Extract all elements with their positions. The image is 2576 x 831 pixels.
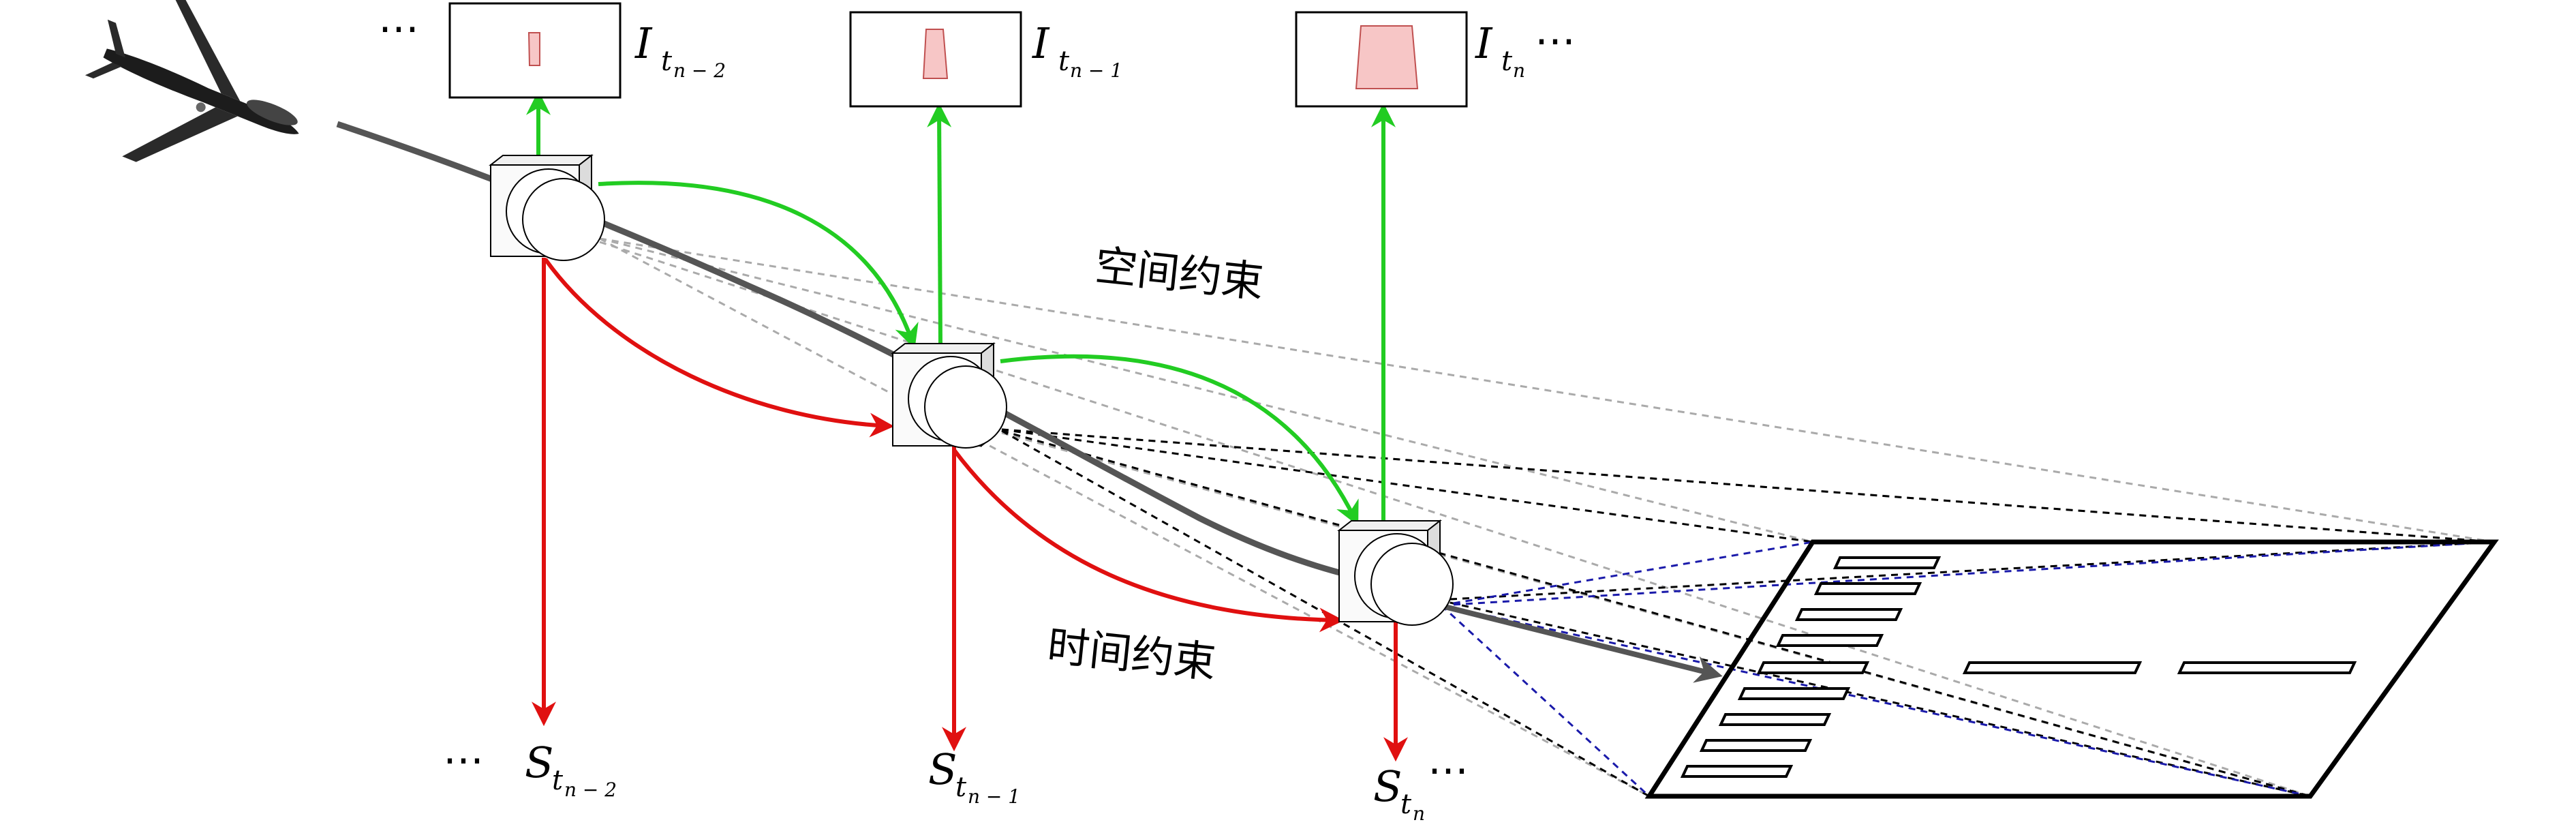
heading-arrow: [1444, 604, 1723, 683]
svg-text:n: n: [1413, 802, 1425, 825]
svg-text:n − 1: n − 1: [968, 785, 1020, 808]
temporal-arrows: [532, 258, 1408, 762]
state-label-n: S t n: [1373, 761, 1425, 825]
image-label-n-2: I t n − 2: [634, 18, 726, 82]
svg-text:I: I: [634, 18, 653, 68]
svg-text:I: I: [1032, 18, 1050, 68]
image-label-n: I t n: [1475, 18, 1525, 82]
camera-icon: [489, 153, 605, 261]
image-frame-n-2: [448, 2, 622, 99]
svg-text:S: S: [1373, 761, 1402, 811]
ellipsis-top-right: ⋯: [1535, 17, 1576, 65]
uav-aircraft-icon: [85, 0, 299, 162]
svg-text:t: t: [552, 765, 564, 796]
temporal-constraint-label: 时间约束: [1045, 620, 1218, 688]
svg-text:t: t: [1400, 789, 1412, 820]
svg-text:n − 2: n − 2: [564, 779, 617, 801]
ellipsis-bottom-left: ⋯: [443, 736, 484, 784]
spatial-constraint-label: 空间约束: [1092, 240, 1266, 307]
svg-text:t: t: [955, 772, 967, 803]
svg-text:n − 2: n − 2: [673, 59, 726, 82]
svg-text:n: n: [1513, 59, 1525, 82]
svg-text:n − 1: n − 1: [1070, 59, 1122, 82]
ellipsis-top-left: ⋯: [378, 5, 419, 52]
svg-text:t: t: [1501, 46, 1513, 77]
camera-icon: [891, 342, 1007, 449]
svg-text:t: t: [1058, 46, 1070, 77]
image-label-n-1: I t n − 1: [1032, 18, 1122, 82]
svg-text:t: t: [661, 46, 673, 77]
image-frame-n: [1295, 11, 1468, 108]
camera-icon: [1337, 519, 1454, 626]
runway-markings: [1680, 556, 2357, 778]
runway: [1644, 539, 2499, 799]
ellipsis-bottom-right: ⋯: [1428, 746, 1469, 794]
svg-text:S: S: [525, 738, 553, 787]
state-label-n-1: S t n − 1: [928, 744, 1020, 808]
svg-text:I: I: [1475, 18, 1493, 68]
svg-text:S: S: [928, 744, 957, 794]
image-frame-n-1: [849, 11, 1022, 108]
gray-dashed-rays: [599, 237, 2495, 798]
blue-dashed-rays: [1440, 541, 2495, 798]
state-label-n-2: S t n − 2: [525, 738, 617, 801]
spatial-arrows: [526, 90, 1396, 526]
